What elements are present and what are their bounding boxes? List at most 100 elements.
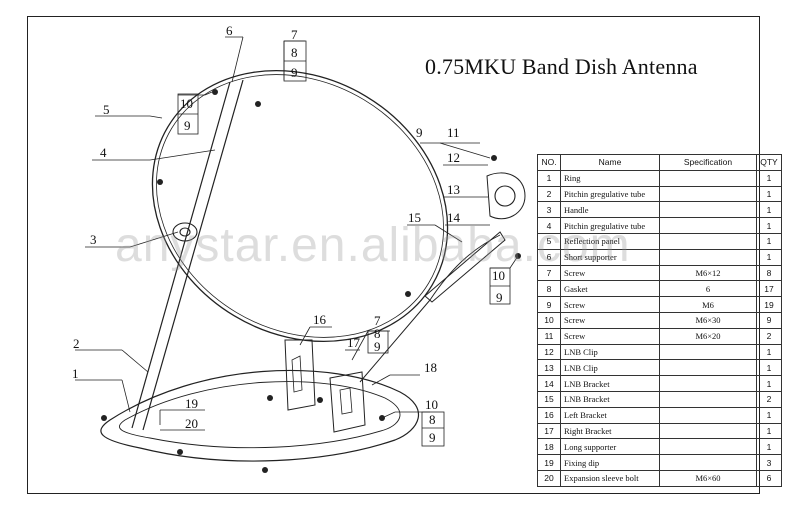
table-cell-no: 3 xyxy=(537,201,561,219)
callout-8d: 8 xyxy=(374,326,381,341)
table-cell-name: Screw xyxy=(560,327,660,345)
callout-8a: 8 xyxy=(291,45,298,60)
table-cell-spec xyxy=(659,422,757,440)
callout-4: 4 xyxy=(100,145,107,160)
table-cell-no: 19 xyxy=(537,454,561,471)
table-cell-spec xyxy=(659,248,757,266)
callout-2: 2 xyxy=(73,336,80,351)
table-cell-name: LNB Bracket xyxy=(560,375,660,392)
table-cell-name: Pitchin gregulative tube xyxy=(560,185,660,203)
table-cell-name: LNB Clip xyxy=(560,343,660,361)
callout-5: 5 xyxy=(103,102,110,117)
table-cell-qty: 17 xyxy=(756,280,782,298)
header-name: Name xyxy=(560,154,660,171)
callout-15: 15 xyxy=(408,210,421,225)
table-cell-no: 16 xyxy=(537,406,561,424)
table-cell-name: Ring xyxy=(560,169,660,187)
table-cell-no: 1 xyxy=(537,169,561,187)
table-cell-qty: 1 xyxy=(756,438,782,456)
callout-18: 18 xyxy=(424,360,437,375)
callout-1: 1 xyxy=(72,366,79,381)
table-cell-qty: 1 xyxy=(756,406,782,424)
table-cell-name: Long supporter xyxy=(560,438,660,456)
table-cell-no: 15 xyxy=(537,390,561,408)
table-cell-no: 9 xyxy=(537,296,561,313)
callout-11: 11 xyxy=(447,125,460,140)
base-ring xyxy=(100,369,419,462)
table-cell-spec xyxy=(659,169,757,187)
callout-3: 3 xyxy=(90,232,97,247)
callout-boxes xyxy=(177,40,511,447)
table-cell-qty: 9 xyxy=(756,311,782,329)
table-cell-name: Handle xyxy=(560,201,660,219)
callout-9a: 9 xyxy=(291,65,298,80)
table-cell-qty: 1 xyxy=(756,201,782,219)
table-cell-no: 12 xyxy=(537,343,561,361)
table-cell-name: Left Bracket xyxy=(560,406,660,424)
table-cell-name: LNB Clip xyxy=(560,359,660,377)
callout-8e: 8 xyxy=(429,412,436,427)
callout-10b: 10 xyxy=(492,268,505,283)
table-cell-spec: M6×60 xyxy=(659,469,757,487)
header-qty: QTY xyxy=(756,154,782,171)
table-cell-spec xyxy=(659,201,757,219)
drawing-title: 0.75MKU Band Dish Antenna xyxy=(425,54,698,79)
table-cell-spec xyxy=(659,406,757,424)
pitch-tube xyxy=(131,79,244,431)
handle xyxy=(172,222,198,242)
table-cell-spec: M6×20 xyxy=(659,327,757,345)
table-cell-spec: M6 xyxy=(659,296,757,313)
table-cell-spec xyxy=(659,217,757,234)
callout-9b: 9 xyxy=(184,118,191,133)
table-cell-qty: 1 xyxy=(756,422,782,440)
table-cell-qty: 1 xyxy=(756,232,782,250)
right-bracket xyxy=(329,371,366,433)
table-cell-no: 8 xyxy=(537,280,561,298)
table-cell-name: Screw xyxy=(560,296,660,313)
table-cell-name: Gasket xyxy=(560,280,660,298)
table-cell-spec: M6×12 xyxy=(659,264,757,282)
header-specification: Specification xyxy=(659,154,757,171)
reflection-panel xyxy=(151,69,449,343)
callout-6: 6 xyxy=(226,23,233,38)
table-cell-qty: 6 xyxy=(756,469,782,487)
callout-9f: 9 xyxy=(429,430,436,445)
table-cell-qty: 1 xyxy=(756,248,782,266)
table-cell-spec xyxy=(659,185,757,203)
callout-16: 16 xyxy=(313,312,327,327)
feed-arm xyxy=(359,231,506,383)
table-cell-qty: 1 xyxy=(756,359,782,377)
table-cell-no: 20 xyxy=(537,469,561,487)
table-cell-spec xyxy=(659,343,757,361)
table-cell-qty: 1 xyxy=(756,169,782,187)
table-cell-qty: 2 xyxy=(756,390,782,408)
table-cell-name: Expansion sleeve bolt xyxy=(560,469,660,487)
bolts xyxy=(101,89,521,473)
table-cell-qty: 1 xyxy=(756,217,782,234)
leader-lines xyxy=(75,36,519,431)
table-cell-qty: 8 xyxy=(756,264,782,282)
table-cell-spec xyxy=(659,454,757,471)
callout-7a: 7 xyxy=(291,27,298,42)
table-cell-no: 11 xyxy=(537,327,561,345)
table-cell-spec: 6 xyxy=(659,280,757,298)
table-cell-spec xyxy=(659,390,757,408)
callout-9d: 9 xyxy=(496,290,503,305)
table-cell-qty: 19 xyxy=(756,296,782,313)
left-bracket xyxy=(284,339,316,411)
table-cell-name: Screw xyxy=(560,311,660,329)
lnb-clip xyxy=(486,172,526,220)
table-cell-spec: M6×30 xyxy=(659,311,757,329)
